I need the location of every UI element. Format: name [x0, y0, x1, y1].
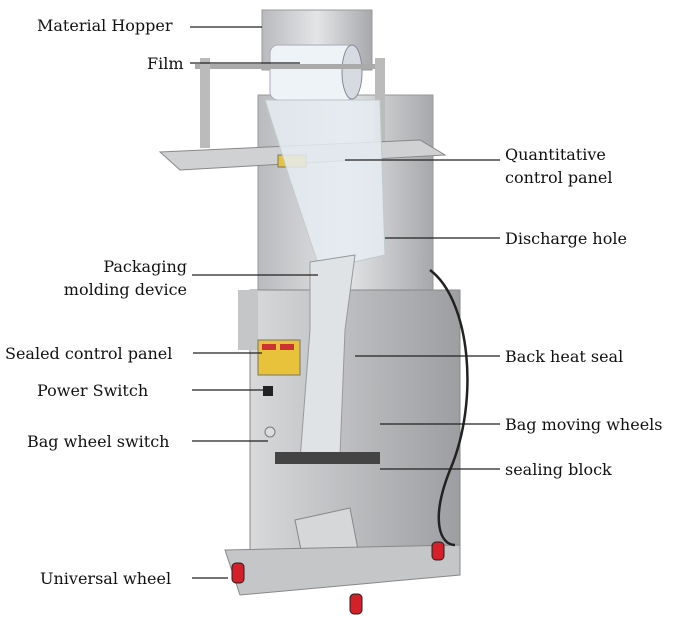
- label-sealed-control-panel: Sealed control panel: [5, 344, 173, 363]
- lower-body: [249, 289, 461, 571]
- sealing-block: [275, 452, 380, 464]
- label-sealing-block: sealing block: [505, 460, 612, 479]
- label-back-heat-seal: Back heat seal: [505, 347, 624, 366]
- label-packaging-2: molding device: [63, 280, 187, 299]
- label-quantitative-2: control panel: [505, 168, 613, 187]
- leader-lines: [190, 26, 500, 579]
- label-universal-wheel: Universal wheel: [40, 569, 172, 588]
- label-bag-moving-wheels: Bag moving wheels: [505, 415, 663, 434]
- label-quantitative-1: Quantitative: [505, 145, 606, 164]
- power-switch: [263, 386, 273, 396]
- label-film: Film: [147, 54, 184, 73]
- label-power-switch: Power Switch: [37, 381, 149, 400]
- label-packaging-1: Packaging: [103, 257, 187, 276]
- base-frame: [224, 544, 461, 596]
- label-bag-wheel-switch: Bag wheel switch: [27, 432, 170, 451]
- label-material-hopper: Material Hopper: [37, 16, 173, 35]
- bag-wheel-switch: [264, 426, 276, 438]
- universal-wheels: [231, 541, 445, 615]
- label-discharge-hole: Discharge hole: [505, 229, 627, 248]
